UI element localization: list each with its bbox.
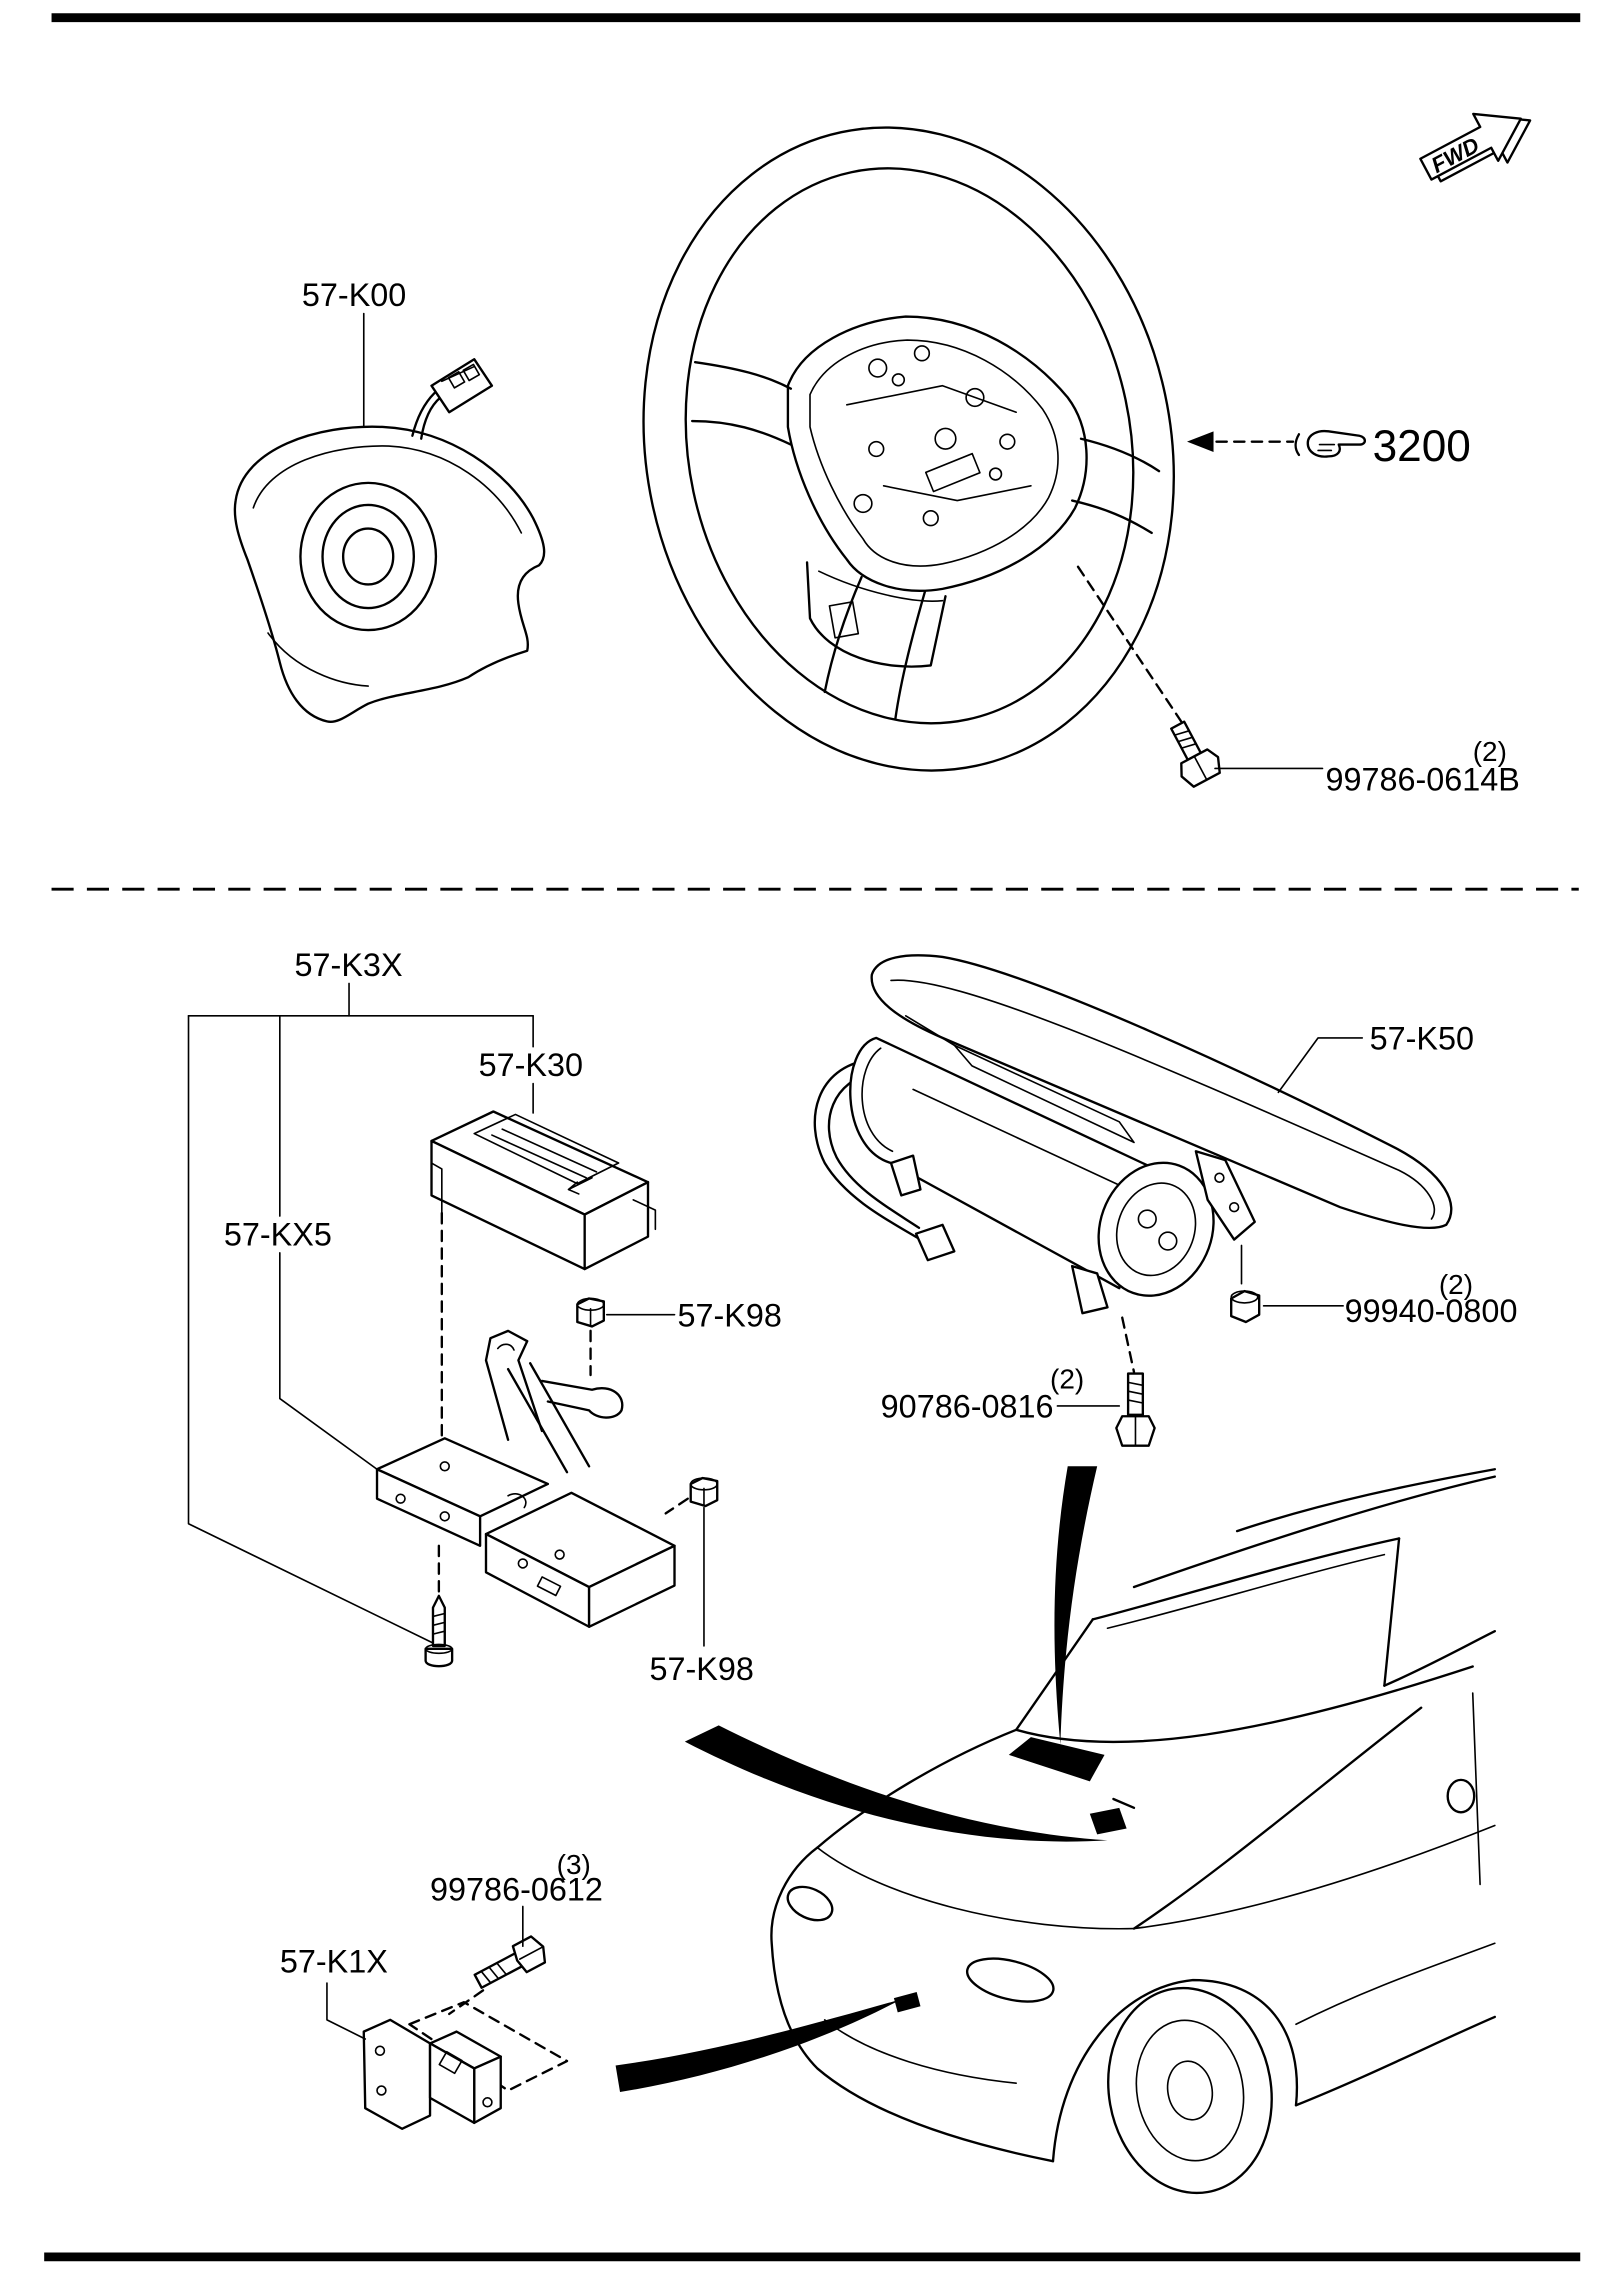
sensor-assembly-callout [187,982,534,1647]
side-mirror [1446,1778,1476,1814]
part-label-upper-nut: 57-K98 [677,1297,781,1333]
lower-nut-guide [664,1497,689,1515]
pointer-swoosh-passenger-airbag [1054,1466,1098,1745]
part-label-sensor-unit: 57-K30 [479,1047,583,1083]
part-label-wheel-bolt: 99786-0614B [1325,762,1519,798]
qty-label-airbag-nut: (2) [1439,1269,1473,1300]
pointer-swoosh-front-sensor [615,1999,902,2092]
pointing-hand-icon [1294,429,1366,458]
reference-label-steering-wheel: 3200 [1373,422,1471,471]
qty-label-front-sensor-bolt: (3) [557,1849,591,1880]
leader-passenger-airbag [1277,1037,1364,1094]
airbag-bolt [1115,1372,1156,1447]
part-label-airbag-nut: 99940-0800 [1345,1293,1518,1329]
bracket-nut-lower [689,1476,719,1508]
bracket-screw [424,1594,454,1668]
part-label-passenger-airbag: 57-K50 [1370,1021,1474,1057]
leader-front-sensor [326,1982,367,2040]
airbag-nut [1230,1289,1261,1324]
part-label-front-sensor: 57-K1X [280,1944,388,1980]
part-label-lower-nut: 57-K98 [649,1651,753,1687]
fwd-arrow-icon: FWD [1419,112,1532,183]
front-sensor-bolt [473,1935,547,1989]
qty-label-airbag-bolt: (2) [1050,1363,1084,1394]
airbag-connector [430,358,494,414]
sensor-bracket [375,1329,676,1628]
sensor-unit [430,1110,657,1271]
vehicle-outline [770,1468,1496,2195]
wheel-bolt [1170,720,1221,788]
driver-airbag-module [233,358,546,723]
airbag-connector-plug [914,1223,956,1262]
part-label-sensor-bracket: 57-KX5 [224,1216,332,1252]
reference-arrowhead [1187,431,1214,452]
wheel-bolt-guide [1076,565,1183,723]
part-label-airbag-bolt: 90786-0816 [881,1389,1054,1425]
front-sensor [362,2000,569,2130]
part-label-front-sensor-bolt: 99786-0612 [430,1872,603,1908]
qty-label-wheel-bolt: (2) [1473,736,1507,767]
airbag-bolt-guide [1121,1316,1136,1374]
passenger-airbag-module [813,954,1453,1315]
pointer-swoosh-sensor [684,1725,1108,1842]
airbag-location-markers [893,1737,1136,2013]
part-label-sensor-assembly: 57-K3X [295,947,403,983]
part-label-driver-airbag: 57-K00 [302,277,406,313]
steering-wheel [642,126,1175,772]
bracket-nut-upper [576,1297,605,1328]
